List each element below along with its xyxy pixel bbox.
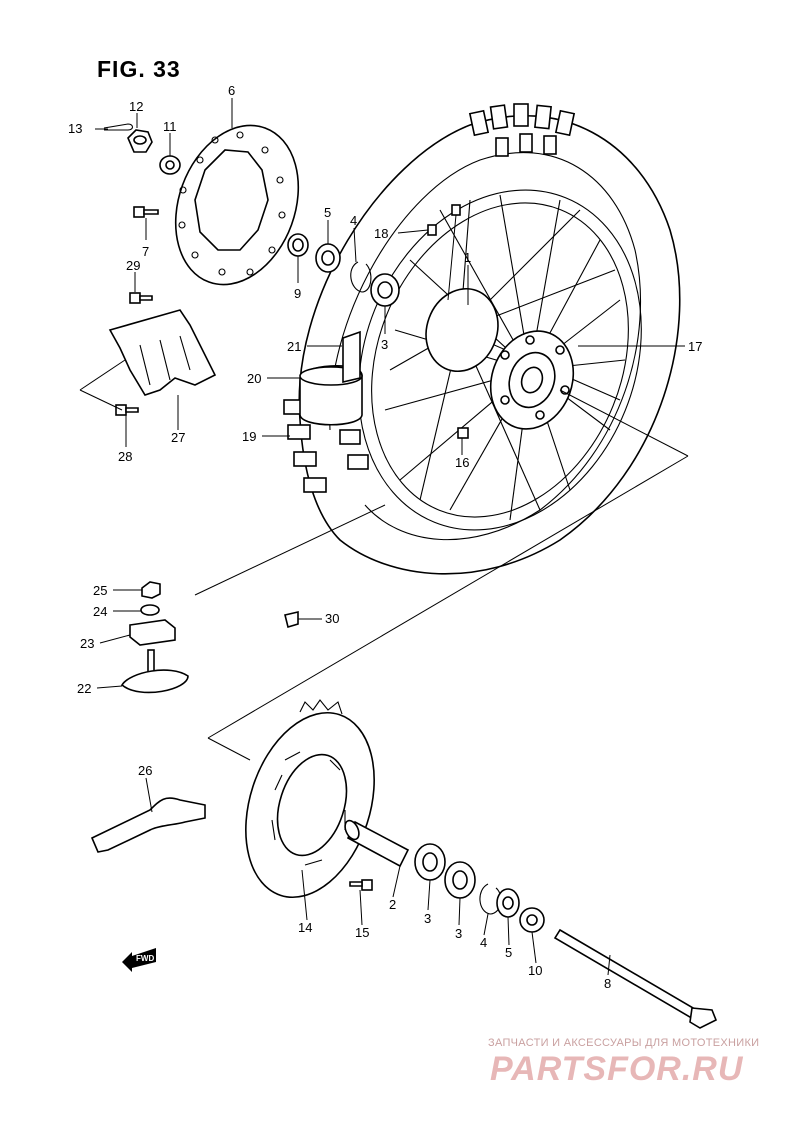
- callout-15: 15: [355, 925, 369, 940]
- fwd-arrow-icon: FWD: [122, 948, 156, 972]
- callout-5-top: 5: [324, 205, 331, 220]
- callout-numbers: 13 12 11 6 7 29 9 5 4 3 18 1 17 21 20 19…: [68, 83, 702, 991]
- bolt-29: [129, 292, 153, 304]
- callout-7: 7: [142, 244, 149, 259]
- callout-26: 26: [138, 763, 152, 778]
- callout-3-a: 3: [424, 911, 431, 926]
- callout-18: 18: [374, 226, 388, 241]
- callout-8: 8: [604, 976, 611, 991]
- callout-5-bottom: 5: [505, 945, 512, 960]
- watermark-brand: PARTSFOR.RU: [490, 1050, 744, 1088]
- callout-22: 22: [77, 681, 91, 696]
- callout-28: 28: [118, 449, 132, 464]
- callout-10: 10: [528, 963, 542, 978]
- callout-24: 24: [93, 604, 107, 619]
- callout-13: 13: [68, 121, 82, 136]
- callout-3-top: 3: [381, 337, 388, 352]
- tube-valve: [299, 330, 363, 426]
- fwd-label: FWD: [136, 954, 154, 963]
- oil-seal-5-bottom: [496, 888, 520, 918]
- chain-adjuster: [90, 797, 206, 853]
- bolt-16: [457, 427, 469, 439]
- watermark-subtitle: ЗАПЧАСТИ И АКСЕССУАРЫ ДЛЯ МОТОТЕХНИКИ: [488, 1037, 760, 1049]
- oil-seal-5-top: [315, 243, 341, 273]
- circlip-4-top: [350, 261, 372, 293]
- rim-lock-washer-24: [140, 604, 160, 616]
- bearing-3-top: [370, 273, 400, 307]
- hub: [425, 287, 575, 430]
- callout-20: 20: [247, 371, 261, 386]
- disc-bolt: [133, 206, 159, 218]
- callout-23: 23: [80, 636, 94, 651]
- brake-disc: [174, 124, 300, 286]
- callout-29: 29: [126, 258, 140, 273]
- rear-axle: [553, 928, 718, 1029]
- callout-6: 6: [228, 83, 235, 98]
- bearing-3-b: [444, 861, 476, 899]
- callout-3-b: 3: [455, 926, 462, 941]
- cotter-pin: [103, 123, 134, 131]
- collar-10: [519, 907, 545, 933]
- tire-tread: [283, 103, 576, 493]
- axle-nut: [127, 129, 153, 153]
- callout-11: 11: [163, 119, 177, 134]
- callout-14: 14: [298, 920, 312, 935]
- valve-cap-30: [284, 610, 299, 629]
- callout-2: 2: [389, 897, 396, 912]
- callout-17: 17: [688, 339, 702, 354]
- rim-lock-spacer-23: [129, 619, 176, 646]
- callout-4-top: 4: [350, 213, 357, 228]
- leader-lines: [79, 98, 685, 976]
- callout-16: 16: [455, 455, 469, 470]
- bolt-28: [115, 404, 139, 416]
- rim: [358, 189, 642, 531]
- callout-9: 9: [294, 286, 301, 301]
- rim-lock-22: [120, 649, 189, 694]
- collar-9: [287, 233, 309, 257]
- callout-19: 19: [242, 429, 256, 444]
- washer-11: [159, 155, 181, 175]
- callout-1: 1: [464, 250, 471, 265]
- sprocket-bolt-15: [349, 879, 373, 891]
- rim-lock-nut-25: [141, 581, 161, 599]
- callout-25: 25: [93, 583, 107, 598]
- rear-sprocket: [245, 699, 375, 899]
- disc-cover: [108, 309, 217, 396]
- callout-21: 21: [287, 339, 301, 354]
- callout-12: 12: [129, 99, 143, 114]
- callout-27: 27: [171, 430, 185, 445]
- bearing-3-a: [414, 843, 446, 881]
- callout-4-bottom: 4: [480, 935, 487, 950]
- callout-30: 30: [325, 611, 339, 626]
- figure-title: FIG. 33: [97, 56, 181, 82]
